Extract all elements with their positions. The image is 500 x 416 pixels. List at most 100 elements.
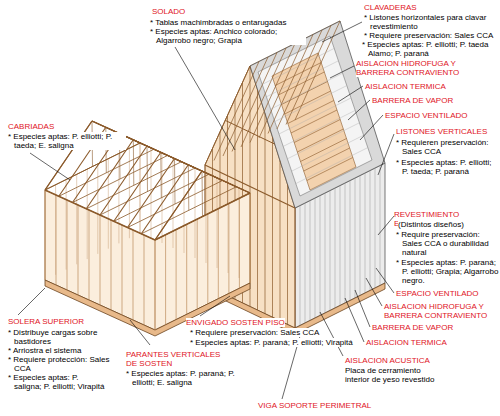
frame-member — [296, 148, 368, 184]
frame-member — [272, 137, 273, 317]
frame-member — [155, 240, 156, 330]
part-name: AISLACION TERMICA — [366, 338, 447, 347]
framing — [45, 121, 250, 330]
frame-member — [133, 230, 134, 320]
leader-line — [345, 298, 364, 342]
frame-member — [89, 210, 90, 300]
leader-line — [18, 288, 45, 315]
frame-member — [345, 183, 346, 303]
frame-member — [100, 146, 147, 215]
leader-line — [348, 100, 370, 120]
note: * Especies aptas: P. elliotti; P. taeda;… — [8, 132, 126, 150]
frame-member — [275, 86, 347, 122]
frame-member — [292, 135, 364, 171]
leader-line — [30, 153, 70, 180]
frame-member — [297, 129, 343, 152]
frame-member — [133, 140, 135, 186]
note: Placa de cerramiento interior de yeso re… — [345, 366, 445, 384]
frame-member — [111, 220, 112, 310]
frame-member — [310, 201, 311, 321]
part-name: ESPACIO VENTILADO — [396, 289, 479, 298]
frame-member — [285, 91, 331, 114]
frame-member — [278, 72, 324, 95]
leader-line — [378, 216, 394, 235]
part-name: AISLACION ACUSTICA — [345, 356, 430, 365]
frame-member — [67, 200, 68, 290]
note: * Especies aptas: Anchico colorado; Alga… — [150, 27, 306, 45]
frame-member — [279, 98, 351, 134]
frame-member — [228, 203, 229, 293]
frame-member — [186, 224, 187, 314]
frame-member — [265, 113, 266, 313]
frame-member — [206, 173, 207, 263]
frame-member — [202, 171, 250, 193]
part-name: AISLACION TERMICA — [365, 82, 446, 91]
frame-member — [228, 183, 229, 273]
frame-member — [259, 39, 304, 138]
leader-line — [366, 278, 382, 306]
frame-member — [283, 110, 355, 146]
part-name: ENVIGADO SOSTEN PISO — [186, 318, 285, 327]
frame-member — [335, 188, 336, 308]
frame-member — [174, 159, 176, 205]
note: * Especies aptas: P. paraná; P. elliotti… — [126, 369, 242, 387]
frame-member — [262, 48, 334, 84]
frame-member — [375, 168, 376, 288]
frame-member — [202, 171, 204, 217]
leader-line — [322, 22, 362, 42]
frame-member — [307, 158, 353, 181]
part-name: LISTONES VERTICALES — [396, 127, 487, 136]
frame-member — [250, 193, 251, 283]
leader-line — [175, 47, 235, 150]
frame-member — [86, 140, 133, 209]
frame-member — [239, 198, 240, 288]
frame-member — [155, 171, 202, 240]
frame-member — [340, 186, 341, 306]
note: * Requiere preservación: Sales CCA — [364, 31, 493, 40]
part-name: CLAVADERAS — [364, 3, 417, 12]
part-name: AISLACION HIDROFUGA Y BARRERA CONTRAVIEN… — [356, 59, 484, 77]
frame-member — [205, 66, 250, 165]
note: * Requieren preservación: Sales CCA — [396, 138, 500, 156]
frame-member — [271, 73, 343, 109]
frame-member — [305, 203, 306, 323]
frame-member — [55, 185, 56, 275]
note: * Especies aptas: P. paraná; P. elliotti… — [190, 338, 353, 347]
part-name: BARRERA DE VAPOR — [372, 323, 453, 332]
frame-member — [45, 190, 46, 280]
frame-member — [122, 225, 123, 315]
note: * Especies aptas: P. elliotti; P. taeda;… — [396, 158, 500, 176]
frame-member — [188, 165, 190, 211]
frame-member — [217, 178, 218, 268]
part-name: VIGA SOPORTE PERIMETRAL — [258, 401, 371, 410]
note: * Listones horizontales para clavar reve… — [364, 13, 488, 31]
frame-member — [214, 62, 259, 161]
frame-member — [45, 190, 46, 280]
frame-member — [250, 44, 295, 143]
frame-member — [155, 240, 156, 330]
leader-line — [378, 134, 394, 175]
note: (Distintos diseños) — [398, 220, 464, 229]
note: * Especies aptas: P. saligna; P. elliott… — [8, 373, 106, 391]
leader-line — [330, 66, 354, 78]
frame-member — [202, 171, 250, 193]
note: * Especies aptas: P. paraná; P. elliotti… — [396, 258, 500, 285]
part-name: PARANTES VERTICALES DE SOSTEN — [126, 350, 226, 368]
part-name: AISLACION HIDROFUGA Y BARRERA CONTRAVIEN… — [384, 302, 496, 320]
frame-member — [282, 82, 328, 105]
leader-line — [320, 312, 343, 356]
frame-member — [147, 146, 149, 192]
frame-member — [291, 110, 337, 133]
roof-layer — [272, 53, 356, 190]
frame-member — [280, 161, 281, 321]
part-name: BARRERA DE VAPOR — [372, 96, 453, 105]
note: * Tablas machimbradas o entarugadas — [150, 18, 286, 27]
frame-member — [304, 148, 350, 171]
frame-member — [128, 159, 175, 228]
frame-member — [287, 184, 288, 324]
note: * Arriostra el sistema — [8, 346, 81, 355]
leader-line — [338, 86, 363, 102]
frame-member — [155, 171, 202, 240]
frame-member — [350, 181, 351, 301]
